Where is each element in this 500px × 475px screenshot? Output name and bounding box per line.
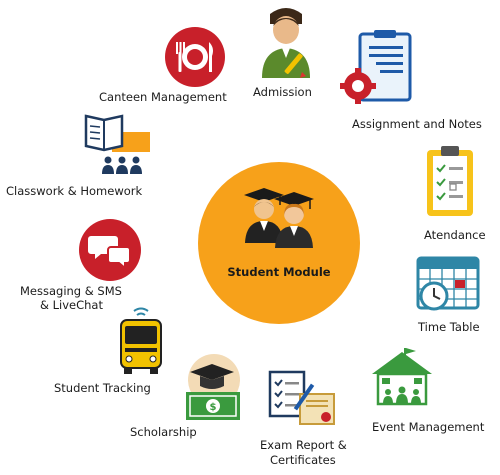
graduates-icon bbox=[244, 188, 314, 248]
scholarship-label: Scholarship bbox=[130, 425, 197, 439]
assignment-label: Assignment and Notes bbox=[352, 117, 482, 131]
certificate-pen-icon bbox=[268, 370, 335, 425]
event-label: Event Management bbox=[372, 420, 485, 434]
messaging-label-line1: Messaging & SMS bbox=[20, 284, 122, 298]
checklist-clipboard-icon bbox=[427, 146, 473, 216]
exam-label-line1: Exam Report & bbox=[260, 438, 347, 452]
graduation-cap-money-icon: $ bbox=[186, 354, 240, 420]
admission-label: Admission bbox=[253, 85, 312, 99]
school-bus-icon bbox=[120, 307, 162, 374]
attendance-label: Atendance bbox=[424, 228, 486, 242]
book-presenter-icon bbox=[84, 114, 150, 174]
calendar-clock-icon bbox=[416, 256, 480, 311]
plate-cutlery-icon bbox=[165, 27, 225, 87]
messaging-label-line2: & LiveChat bbox=[40, 298, 103, 312]
svg-text:$: $ bbox=[210, 402, 217, 413]
building-crowd-icon bbox=[372, 348, 432, 406]
graduate-pen-icon bbox=[262, 8, 310, 78]
canteen-label: Canteen Management bbox=[99, 90, 227, 104]
tracking-label: Student Tracking bbox=[54, 381, 151, 395]
exam-label-line2: Certificates bbox=[270, 453, 336, 467]
clipboard-gear-icon bbox=[340, 30, 412, 104]
timetable-label: Time Table bbox=[418, 320, 480, 334]
classwork-label: Classwork & Homework bbox=[6, 184, 143, 198]
chat-bubbles-icon bbox=[79, 219, 141, 281]
center-title: Student Module bbox=[227, 265, 331, 279]
